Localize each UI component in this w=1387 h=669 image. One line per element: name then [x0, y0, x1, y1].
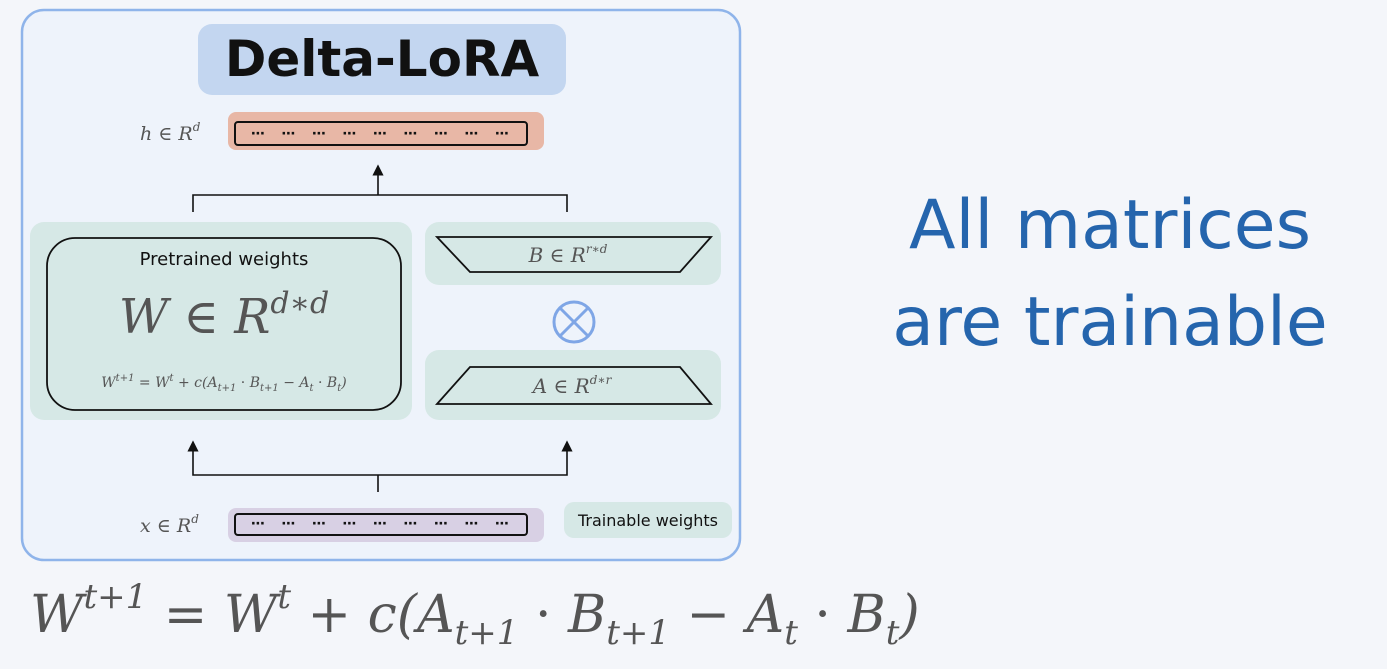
vector-dot-group: ⋯ [343, 126, 357, 142]
matrix-b-trapezoid [434, 236, 713, 273]
vector-dot-group: ⋯ [373, 516, 387, 532]
vector-dot-group: ⋯ [312, 126, 326, 142]
vector-dot-group: ⋯ [465, 126, 479, 142]
vector-dot-group: ⋯ [282, 516, 296, 532]
update-formula: Wt+1 = Wt + c(At+1 · Bt+1 − At · Bt) [30, 577, 920, 653]
vector-dot-group: ⋯ [434, 126, 448, 142]
input-vector-x [234, 513, 528, 536]
pretrained-matrix-w: W ∈ Rd∗d [119, 286, 329, 345]
matrix-a-label: A ∈ Rd∗r [531, 373, 613, 398]
title-pill [198, 24, 566, 95]
vector-dot-group: ⋯ [373, 126, 387, 142]
output-vector-dots: ⋯ ⋯ ⋯ ⋯ ⋯ ⋯ ⋯ ⋯ ⋯ [251, 126, 509, 142]
vector-dot-group: ⋯ [495, 126, 509, 142]
input-vector-dots: ⋯ ⋯ ⋯ ⋯ ⋯ ⋯ ⋯ ⋯ ⋯ [251, 516, 509, 532]
vector-dot-group: ⋯ [343, 516, 357, 532]
vector-dot-group: ⋯ [251, 516, 265, 532]
annotation-line-1: All matrices [909, 186, 1311, 265]
input-label: x ∈ Rd [140, 512, 199, 537]
vector-dot-group: ⋯ [495, 516, 509, 532]
legend-trainable-weights: Trainable weights [577, 511, 718, 530]
vector-dot-group: ⋯ [251, 126, 265, 142]
legend-wash [564, 502, 732, 538]
pretrained-heading: Pretrained weights [140, 249, 309, 270]
matrix-a-trapezoid [434, 366, 713, 405]
diagram-title: Delta-LoRA [225, 30, 540, 88]
matrix-b-label: B ∈ Rr∗d [528, 242, 608, 267]
vector-dot-group: ⋯ [465, 516, 479, 532]
vector-dot-group: ⋯ [404, 126, 418, 142]
output-vector-h [234, 121, 528, 146]
arrow-to-matrix-a [378, 440, 573, 476]
output-label: h ∈ Rd [140, 120, 201, 145]
vector-dot-group: ⋯ [312, 516, 326, 532]
pretrained-weights-box [46, 237, 402, 411]
merge-connector [192, 194, 568, 212]
arrow-to-pretrained [187, 440, 378, 476]
circled-times-icon [552, 300, 596, 344]
vector-dot-group: ⋯ [282, 126, 296, 142]
vector-dot-group: ⋯ [404, 516, 418, 532]
pretrained-update-rule: Wt+1 = Wt + c(At+1 · Bt+1 − At · Bt) [101, 373, 346, 394]
annotation-line-2: are trainable [892, 283, 1327, 362]
vector-dot-group: ⋯ [434, 516, 448, 532]
